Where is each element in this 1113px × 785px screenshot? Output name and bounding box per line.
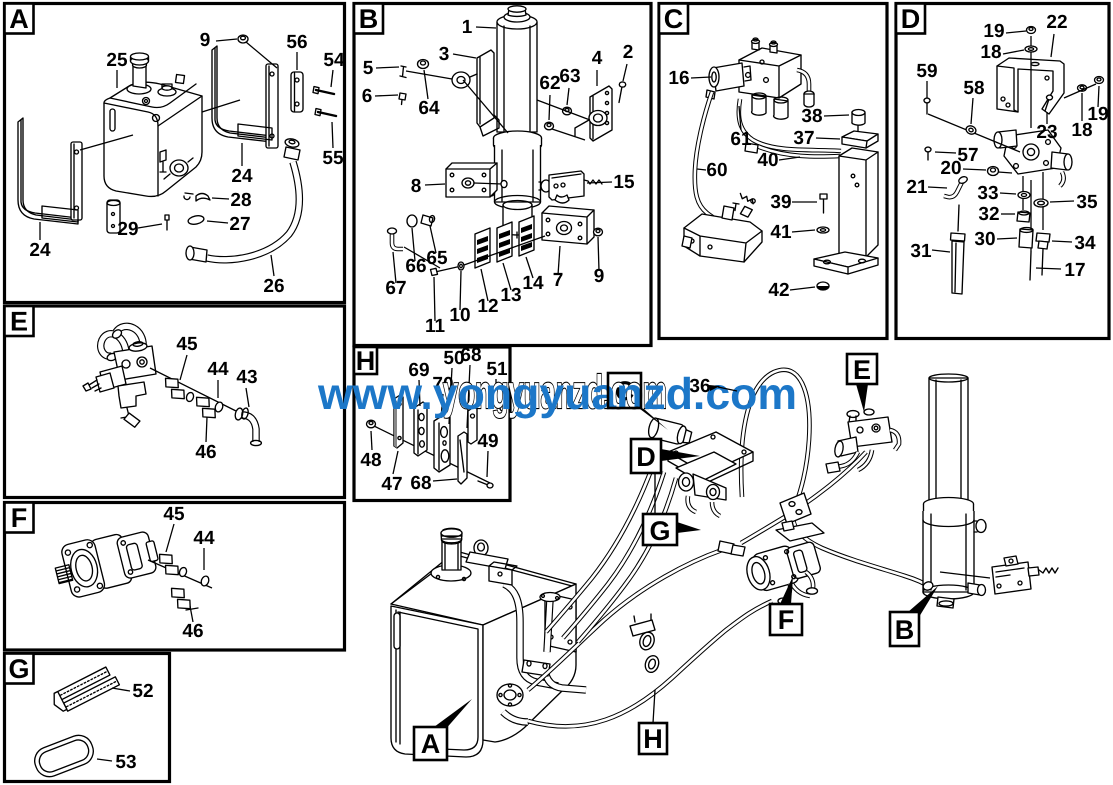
svg-text:23: 23: [1036, 122, 1057, 143]
svg-text:14: 14: [522, 273, 544, 294]
svg-text:24: 24: [29, 240, 51, 261]
svg-text:62: 62: [539, 73, 560, 94]
svg-text:C: C: [664, 4, 684, 34]
svg-text:G: G: [8, 654, 29, 684]
svg-text:45: 45: [176, 334, 198, 355]
svg-text:B: B: [359, 4, 379, 34]
svg-text:10: 10: [449, 305, 470, 326]
svg-text:38: 38: [801, 106, 822, 127]
svg-text:16: 16: [668, 68, 689, 89]
svg-text:50: 50: [443, 348, 464, 369]
svg-text:53: 53: [115, 752, 136, 773]
svg-text:24: 24: [231, 166, 253, 187]
svg-text:1: 1: [462, 17, 473, 38]
svg-text:20: 20: [940, 158, 961, 179]
svg-text:66: 66: [405, 256, 426, 277]
svg-text:57: 57: [957, 145, 978, 166]
svg-text:46: 46: [195, 442, 216, 463]
svg-text:48: 48: [360, 450, 381, 471]
svg-text:25: 25: [106, 50, 128, 71]
svg-text:E: E: [10, 307, 28, 337]
svg-text:A: A: [421, 729, 441, 759]
svg-text:12: 12: [477, 296, 498, 317]
svg-text:35: 35: [1076, 192, 1098, 213]
svg-text:34: 34: [1074, 233, 1096, 254]
svg-text:D: D: [636, 442, 656, 472]
svg-text:28: 28: [230, 190, 251, 211]
svg-text:C: C: [615, 376, 635, 406]
svg-text:60: 60: [706, 160, 727, 181]
svg-text:E: E: [853, 355, 871, 385]
svg-text:68: 68: [410, 473, 431, 494]
svg-text:26: 26: [263, 276, 284, 297]
svg-text:51: 51: [486, 359, 508, 380]
svg-text:59: 59: [916, 61, 937, 82]
svg-text:F: F: [11, 503, 28, 533]
svg-text:65: 65: [426, 248, 448, 269]
svg-text:49: 49: [477, 431, 498, 452]
svg-text:18: 18: [980, 42, 1001, 63]
svg-text:56: 56: [286, 32, 307, 53]
svg-text:19: 19: [983, 21, 1004, 42]
svg-text:9: 9: [594, 266, 605, 287]
svg-text:11: 11: [425, 316, 446, 337]
svg-text:8: 8: [411, 176, 422, 197]
svg-text:A: A: [9, 4, 29, 34]
svg-text:18: 18: [1071, 120, 1092, 141]
svg-text:21: 21: [906, 177, 928, 198]
svg-text:H: H: [356, 346, 376, 376]
svg-text:H: H: [643, 724, 663, 754]
svg-text:52: 52: [132, 681, 153, 702]
svg-text:32: 32: [978, 204, 999, 225]
svg-text:7: 7: [553, 270, 564, 291]
svg-text:44: 44: [207, 359, 229, 380]
svg-text:www.yongyuanzd.com: www.yongyuanzd.com: [317, 370, 797, 419]
svg-text:43: 43: [236, 367, 257, 388]
svg-text:40: 40: [757, 150, 778, 171]
svg-text:6: 6: [362, 86, 373, 107]
svg-text:9: 9: [200, 30, 211, 51]
svg-text:19: 19: [1087, 104, 1108, 125]
svg-text:31: 31: [910, 241, 932, 262]
svg-text:37: 37: [793, 128, 814, 149]
svg-text:46: 46: [182, 621, 203, 642]
svg-text:67: 67: [385, 278, 406, 299]
svg-text:61: 61: [730, 129, 752, 150]
svg-text:15: 15: [613, 172, 635, 193]
svg-text:4: 4: [592, 48, 603, 69]
svg-text:33: 33: [977, 183, 998, 204]
svg-text:70: 70: [432, 374, 453, 395]
svg-text:B: B: [895, 615, 915, 645]
svg-text:54: 54: [323, 50, 345, 71]
svg-text:F: F: [778, 605, 795, 635]
svg-text:29: 29: [117, 219, 138, 240]
svg-text:36: 36: [689, 376, 710, 397]
svg-text:68: 68: [460, 345, 481, 366]
svg-text:45: 45: [163, 504, 185, 525]
svg-text:5: 5: [363, 58, 374, 79]
svg-text:58: 58: [963, 78, 984, 99]
svg-text:44: 44: [193, 528, 215, 549]
svg-text:17: 17: [1064, 260, 1085, 281]
svg-text:42: 42: [768, 280, 789, 301]
svg-text:41: 41: [770, 222, 792, 243]
svg-text:27: 27: [229, 214, 250, 235]
svg-text:47: 47: [381, 474, 402, 495]
svg-text:39: 39: [770, 192, 791, 213]
svg-text:69: 69: [408, 360, 429, 381]
svg-text:G: G: [649, 516, 670, 546]
svg-text:64: 64: [418, 98, 440, 119]
svg-text:63: 63: [559, 66, 580, 87]
svg-text:13: 13: [500, 285, 521, 306]
svg-text:30: 30: [974, 229, 995, 250]
svg-text:3: 3: [439, 44, 450, 65]
svg-text:55: 55: [322, 148, 344, 169]
svg-text:22: 22: [1046, 12, 1067, 33]
svg-text:D: D: [901, 4, 921, 34]
svg-text:2: 2: [623, 42, 634, 63]
